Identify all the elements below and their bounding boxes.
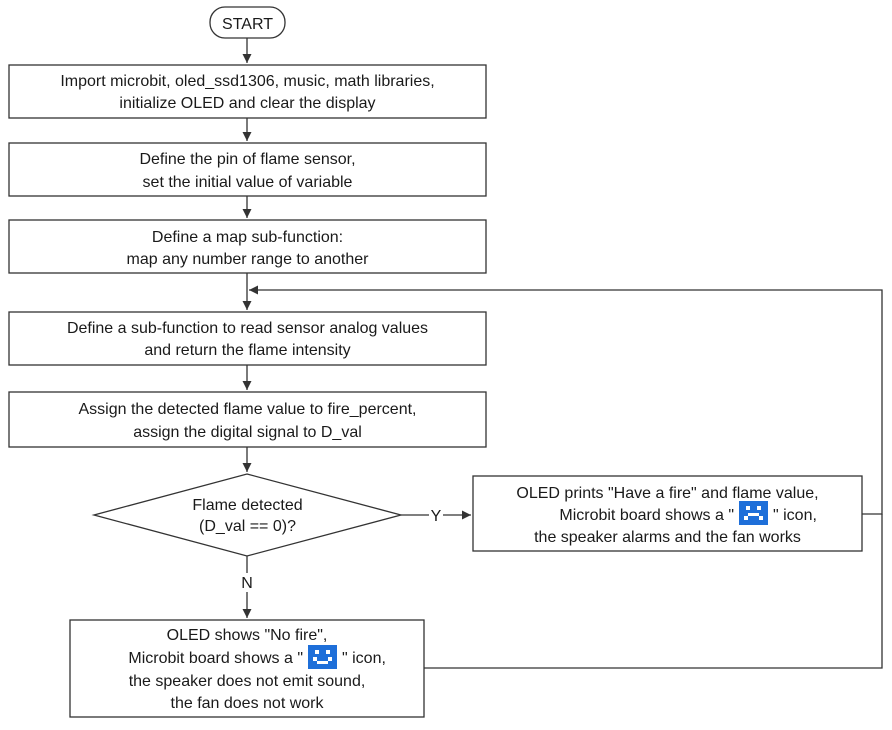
no-branch-box: OLED shows "No fire", Microbit board sho… (69, 619, 425, 718)
step-5-line-1: Assign the detected flame value to fire_… (79, 401, 417, 418)
yes-box-line-2-before: Microbit board shows a " (559, 507, 734, 524)
microbit-happy-face-icon (308, 645, 337, 669)
step-1-line-2: initialize OLED and clear the display (119, 95, 375, 112)
no-box-line-3: the speaker does not emit sound, (129, 673, 366, 690)
step-read-sensor: Define a sub-function to read sensor ana… (8, 311, 487, 366)
yes-branch-box: OLED prints "Have a fire" and flame valu… (472, 475, 863, 552)
no-label: N (241, 575, 253, 592)
step-3-line-2: map any number range to another (127, 251, 370, 268)
step-4-line-2: and return the flame intensity (144, 342, 350, 359)
no-box-line-1: OLED shows "No fire", (167, 627, 328, 644)
step-3-line-1: Define a map sub-function: (152, 229, 343, 246)
start-label: START (222, 16, 273, 33)
step-2-line-2: set the initial value of variable (143, 174, 353, 191)
no-box-line-2-before: Microbit board shows a " (128, 650, 303, 667)
decision-line-1: Flame detected (192, 497, 302, 514)
yes-box-line-1: OLED prints "Have a fire" and flame valu… (516, 485, 818, 502)
no-box-line-4: the fan does not work (171, 695, 325, 712)
start-terminal: START (209, 6, 286, 39)
step-assign-values: Assign the detected flame value to fire_… (8, 391, 487, 448)
step-2-line-1: Define the pin of flame sensor, (139, 151, 355, 168)
step-define-pin: Define the pin of flame sensor, set the … (8, 142, 487, 197)
step-import-libraries: Import microbit, oled_ssd1306, music, ma… (8, 64, 487, 119)
yes-box-line-3: the speaker alarms and the fan works (534, 529, 801, 546)
step-map-subfunction: Define a map sub-function: map any numbe… (8, 219, 487, 274)
loop-back-from-yes (249, 285, 883, 515)
decision-line-2: (D_val == 0)? (199, 518, 296, 535)
step-5-line-2: assign the digital signal to D_val (133, 424, 362, 441)
yes-box-line-2-after: " icon, (773, 507, 817, 524)
decision-flame-detected: Flame detected (D_val == 0)? (91, 473, 404, 557)
step-1-line-1: Import microbit, oled_ssd1306, music, ma… (60, 73, 434, 90)
microbit-sad-face-icon (739, 501, 768, 525)
step-4-line-1: Define a sub-function to read sensor ana… (67, 320, 428, 337)
yes-label: Y (431, 508, 442, 525)
no-box-line-2-after: " icon, (342, 650, 386, 667)
loop-back-from-no (424, 514, 883, 669)
connectors (242, 38, 883, 669)
